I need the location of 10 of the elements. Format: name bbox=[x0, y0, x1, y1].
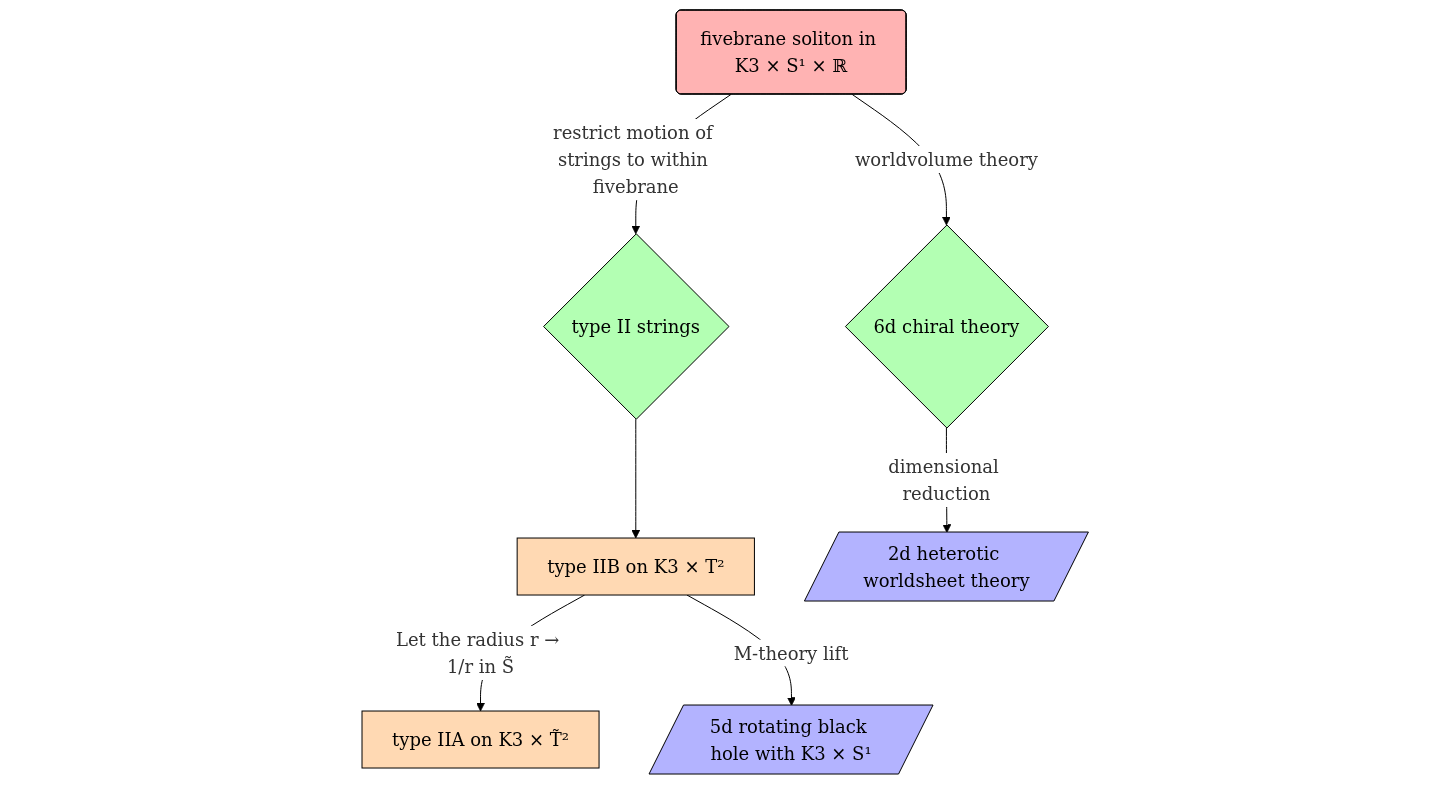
node-box: type IIB on K3 × T² bbox=[516, 538, 755, 596]
edge-label: M-theory lift bbox=[733, 643, 849, 664]
edge-label: Let the radius r → 1/r in S̃ bbox=[395, 629, 560, 678]
edge-label: restrict motion of strings to within fivebrane bbox=[552, 122, 713, 198]
node-box: type IIA on K3 × T̃² bbox=[361, 711, 600, 769]
node-diamond: type II strings bbox=[542, 233, 730, 421]
edge-label: worldvolume theory bbox=[854, 149, 1038, 171]
arrow bbox=[631, 419, 640, 539]
edge-label: dimensional reduction bbox=[888, 456, 999, 505]
node-diamond: 6d chiral theory bbox=[844, 225, 1049, 429]
